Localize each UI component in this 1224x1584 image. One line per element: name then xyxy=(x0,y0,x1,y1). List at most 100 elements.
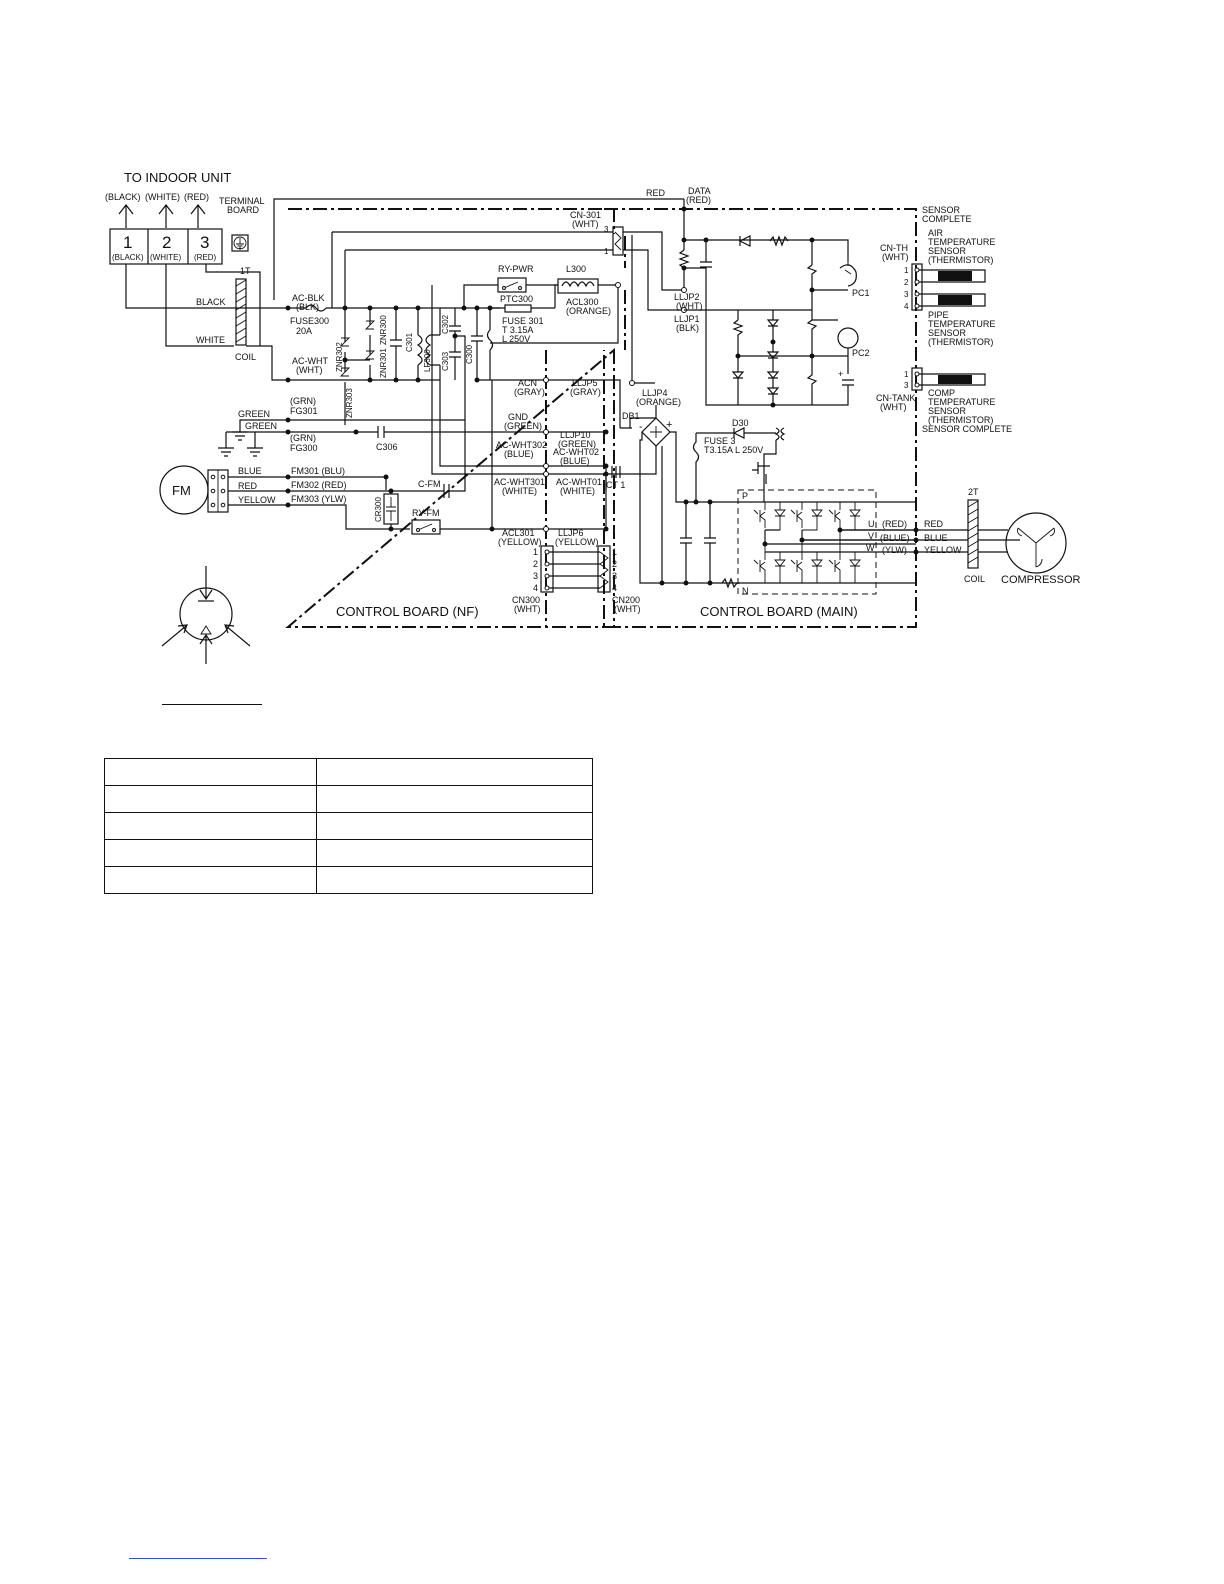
n-label: N xyxy=(742,586,749,596)
white-wire-label: WHITE xyxy=(196,335,225,345)
ct1-label: CT 1 xyxy=(606,480,625,490)
fm301-label: FM301 (BLU) xyxy=(291,466,345,476)
red-wire-label: RED xyxy=(238,481,258,491)
pipe-thermistor xyxy=(938,295,972,305)
ry-fm-label: RY-FM xyxy=(412,508,440,518)
c306-label: C306 xyxy=(376,442,398,452)
fuse300-rating: 20A xyxy=(296,326,312,336)
terminal-1: 1 xyxy=(123,233,132,252)
ac-wht302-color: (BLUE) xyxy=(504,449,534,459)
lljp1-color: (BLK) xyxy=(676,323,699,333)
acn-label: ACN xyxy=(518,378,537,388)
to-indoor-unit-label: TO INDOOR UNIT xyxy=(124,170,231,185)
c300-label: C300 xyxy=(465,344,474,364)
w-label: W xyxy=(866,543,875,553)
cn200-label: CN200 xyxy=(612,595,640,605)
u-label: U xyxy=(868,519,875,529)
ac-wht01-color: (WHITE) xyxy=(560,486,595,496)
fuse3 xyxy=(692,433,700,502)
p-label: P xyxy=(742,491,748,501)
fg301-label: FG301 xyxy=(290,406,318,416)
grn-fg301-color: (GRN) xyxy=(290,396,316,406)
c301-label: C301 xyxy=(405,332,414,352)
v-color: (BLUE) xyxy=(880,533,910,543)
w-color: (YLW) xyxy=(882,545,907,555)
ac-wht02-color: (BLUE) xyxy=(560,456,590,466)
lljp5-color: (GRAY) xyxy=(570,387,601,397)
cn301-connector xyxy=(612,226,624,256)
table-row xyxy=(104,866,593,894)
sensor-complete-bottom: SENSOR COMPLETE xyxy=(922,424,1012,434)
footer-link-underline[interactable] xyxy=(129,1558,267,1559)
cn200-pin4: 4 xyxy=(612,583,617,593)
ct1-sensor xyxy=(611,466,621,478)
c-fm-label: C-FM xyxy=(418,479,441,489)
cn200-color: (WHT) xyxy=(614,604,641,614)
black-paren-top: (BLACK) xyxy=(105,192,141,202)
acl300-label: ACL300 xyxy=(566,297,599,307)
cn301-pin1: 1 xyxy=(604,247,609,256)
fuse301 xyxy=(486,329,494,351)
c302-label: C302 xyxy=(441,314,450,334)
green-wire-label-2: GREEN xyxy=(245,421,277,431)
cn300-connector xyxy=(540,545,554,593)
control-board-main-label: CONTROL BOARD (MAIN) xyxy=(700,604,858,619)
cn300-pin4: 4 xyxy=(533,583,538,593)
gnd-label: GND xyxy=(508,412,529,422)
cn-th-label: CN-TH xyxy=(880,243,908,253)
fm303-label: FM303 (YLW) xyxy=(291,494,346,504)
sensor-complete-label-2: COMPLETE xyxy=(922,214,972,224)
db1-plus: + xyxy=(666,419,672,431)
ptc300-label: PTC300 xyxy=(500,294,533,304)
cn301-color: (WHT) xyxy=(572,219,599,229)
terminal-3-color: (RED) xyxy=(194,253,217,262)
air-thermistor xyxy=(938,271,972,281)
znr300-label: ZNR300 xyxy=(379,315,388,345)
air-thermistor-label: (THERMISTOR) xyxy=(928,255,993,265)
fg300-label: FG300 xyxy=(290,443,318,453)
cn300-pin1: 1 xyxy=(533,547,538,557)
lljp10-color: (GREEN) xyxy=(558,439,596,449)
coil-2t-label: 2T xyxy=(968,487,979,497)
pipe-temp-label: PIPE xyxy=(928,310,949,320)
comp-temp-label-3: SENSOR xyxy=(928,406,967,416)
acl301-color: (YELLOW) xyxy=(498,537,542,547)
red-paren-top: (RED) xyxy=(184,192,209,202)
compressor-motor-icon xyxy=(1005,512,1067,574)
lljp1-label: LLJP1 xyxy=(674,314,700,324)
black-wire-label: BLACK xyxy=(196,297,226,307)
specification-table xyxy=(104,758,593,894)
fuse300 xyxy=(305,304,327,312)
igbt-array xyxy=(753,502,861,584)
cn-tank-connector xyxy=(911,367,923,391)
cn300-pin3: 3 xyxy=(533,571,538,581)
d30-label: D30 xyxy=(732,418,749,428)
table-row xyxy=(104,812,593,840)
fuse301-rating-2: L 250V xyxy=(502,334,530,344)
air-temp-label-3: SENSOR xyxy=(928,246,967,256)
fuse3-label: FUSE 3 xyxy=(704,436,736,446)
cn300-pin2: 2 xyxy=(533,559,538,569)
lf300-inductor xyxy=(416,334,440,366)
smps-transformer xyxy=(774,427,786,441)
ac-wht02-label: AC-WHT02 xyxy=(553,447,599,457)
red-wire-top-label: RED xyxy=(646,188,666,198)
compressor-red-label: RED xyxy=(924,519,944,529)
lljp2-color: (WHT) xyxy=(676,301,703,311)
lljp6-label: LLJP6 xyxy=(558,528,584,538)
ac-wht01-label: AC-WHT01 xyxy=(556,477,602,487)
terminal-block: 1 2 3 (BLACK) (WHITE) (RED) xyxy=(109,228,223,265)
cn200-pin1: 1 xyxy=(612,547,617,557)
lljp10-label: LLJP10 xyxy=(560,430,591,440)
d30-diode xyxy=(696,427,776,439)
cn200-pin3: 3 xyxy=(612,571,617,581)
compressor-label: COMPRESSOR xyxy=(1001,574,1081,586)
coil-2t xyxy=(967,499,979,569)
pc1-phototransistor xyxy=(839,264,857,287)
cn-tank-pin1: 1 xyxy=(904,370,909,379)
ac-wht301-label: AC-WHT301 xyxy=(494,477,545,487)
terminal-board-label-2: BOARD xyxy=(227,205,260,215)
compressor-terminal-symbol xyxy=(161,566,251,664)
terminal-3: 3 xyxy=(200,233,209,252)
cr300-label: CR300 xyxy=(374,497,383,522)
